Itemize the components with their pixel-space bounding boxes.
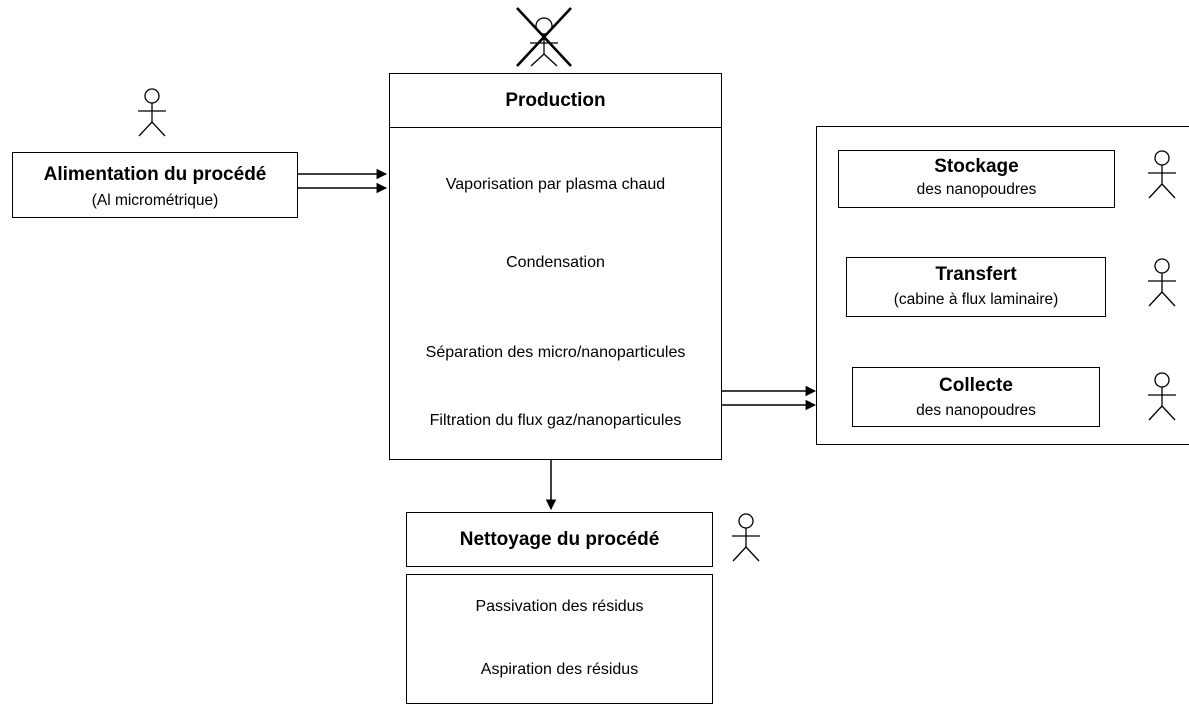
stockage-operator-icon [1148,150,1176,199]
collecte-operator-icon [1148,372,1176,421]
transfert-box [846,257,1106,317]
alimentation-title: Alimentation du procédé [43,164,267,185]
alimentation-operator-icon [138,88,166,137]
stockage-box [838,150,1115,208]
production-title: Production [505,90,606,111]
alimentation-box [12,152,298,218]
nettoyage-title: Nettoyage du procédé [459,529,660,550]
production-operator-crossed-icon [516,7,572,67]
production-step-separation: Séparation des micro/nanoparticules [425,344,686,361]
collecte-box [852,367,1100,427]
production-box [389,73,722,460]
production-header-divider [389,127,722,128]
nettoyage-steps-box [406,574,713,704]
stockage-title: Stockage [934,156,1019,177]
stockage-subtitle: des nanopoudres [916,181,1037,198]
production-step-filtration: Filtration du flux gaz/nanoparticules [429,412,682,429]
nettoyage-operator-icon [732,513,760,562]
transfert-subtitle: (cabine à flux laminaire) [893,291,1059,308]
alimentation-subtitle: (Al micrométrique) [91,192,219,209]
nettoyage-box [406,512,713,567]
collecte-title: Collecte [939,375,1013,396]
nettoyage-step-passivation: Passivation des résidus [475,598,644,615]
nettoyage-step-aspiration: Aspiration des résidus [480,661,639,678]
collecte-subtitle: des nanopoudres [916,402,1036,419]
production-step-condensation: Condensation [506,254,605,271]
production-step-vaporisation: Vaporisation par plasma chaud [445,176,666,193]
transfert-operator-icon [1148,258,1176,307]
transfert-title: Transfert [935,264,1017,285]
